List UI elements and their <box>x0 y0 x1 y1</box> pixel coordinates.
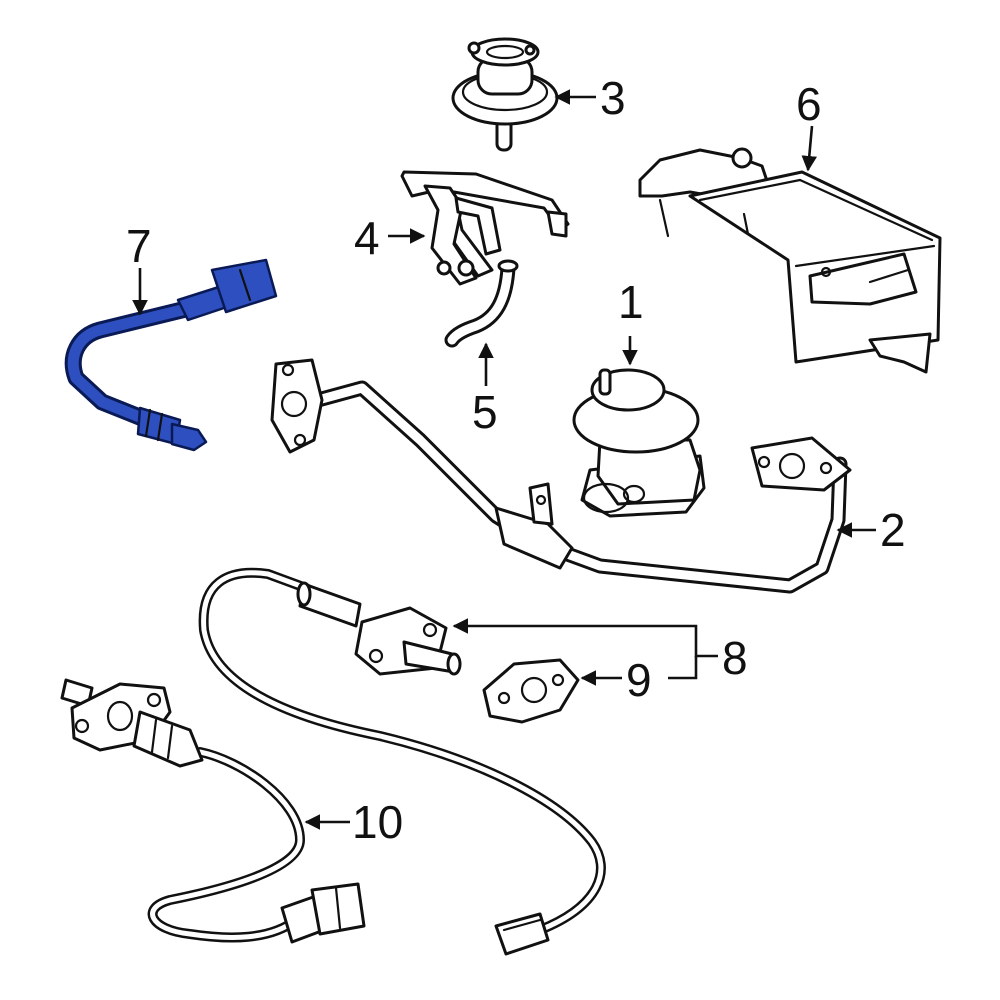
callout-10: 10 <box>352 796 403 848</box>
callout-1: 1 <box>618 276 644 328</box>
leader-lines <box>132 89 876 830</box>
callout-numbers: 1 2 3 4 5 6 7 8 9 10 <box>126 72 906 848</box>
callout-7: 7 <box>126 220 152 272</box>
part-2-egr-pipe[interactable] <box>270 358 852 594</box>
callout-8: 8 <box>722 632 748 684</box>
part-3-vacuum-modulator[interactable] <box>451 37 559 152</box>
leader-8 <box>452 618 718 658</box>
part-6-vapor-canister[interactable] <box>638 147 942 374</box>
part-8-oxygen-sensor[interactable] <box>198 567 606 956</box>
callout-6: 6 <box>796 78 822 130</box>
leader-6 <box>801 125 818 172</box>
callout-2: 2 <box>880 504 906 556</box>
callout-5: 5 <box>472 386 498 438</box>
leader-8-lower <box>668 656 698 680</box>
part-1-egr-valve[interactable] <box>572 368 706 518</box>
part-4-bracket[interactable] <box>400 170 570 286</box>
part-9-gasket[interactable] <box>482 658 580 724</box>
callout-4: 4 <box>354 212 380 264</box>
callout-9: 9 <box>626 654 652 706</box>
callout-3: 3 <box>600 72 626 124</box>
part-7-oxygen-sensor[interactable] <box>64 258 278 452</box>
part-5-hose[interactable] <box>444 259 519 348</box>
part-10-oxygen-sensor[interactable] <box>60 678 366 944</box>
